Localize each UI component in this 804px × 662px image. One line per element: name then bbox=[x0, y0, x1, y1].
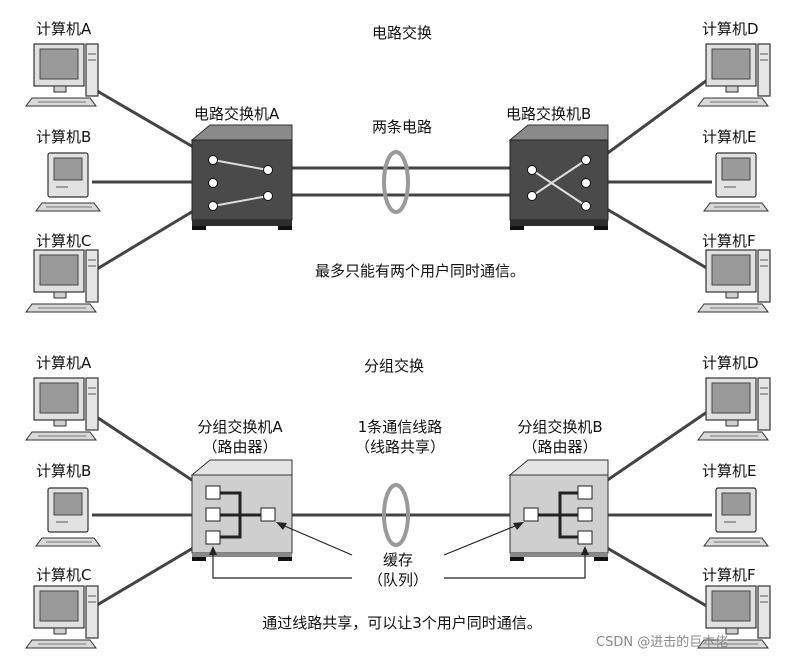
queue-label: （队列） bbox=[367, 571, 429, 589]
shared-line-label: 1条通信线路 bbox=[357, 418, 443, 436]
bottom-computer-e-label: 计算机E bbox=[702, 462, 757, 480]
top-computer-c-label: 计算机C bbox=[36, 232, 92, 250]
bottom-computer-a-label: 计算机A bbox=[36, 354, 92, 372]
link-ring-top bbox=[382, 150, 410, 214]
circuit-switch-b bbox=[508, 124, 609, 230]
watermark: CSDN @进击的巨本佬 bbox=[596, 635, 729, 650]
shared-line-note: （线路共享） bbox=[354, 438, 446, 456]
packet-switch-b-router-label: （路由器） bbox=[522, 438, 598, 456]
top-computer-a-label: 计算机A bbox=[36, 20, 92, 38]
packet-switch-b bbox=[508, 459, 609, 561]
top-computer-f-label: 计算机F bbox=[702, 232, 756, 250]
bottom-computer-d-label: 计算机D bbox=[702, 354, 759, 372]
top-computer-b-label: 计算机B bbox=[36, 128, 92, 146]
packet-switch-b-label: 分组交换机B bbox=[517, 418, 603, 436]
bottom-computer-f-label: 计算机F bbox=[702, 566, 756, 584]
packet-switch-a bbox=[190, 459, 293, 561]
bottom-note: 通过线路共享，可以让3个用户同时通信。 bbox=[262, 614, 542, 632]
circuit-switch-a bbox=[190, 124, 293, 230]
top-computer-e-label: 计算机E bbox=[702, 128, 757, 146]
top-note: 最多只能有两个用户同时通信。 bbox=[314, 262, 526, 280]
two-circuits-label: 两条电路 bbox=[371, 118, 433, 136]
buffer-arrows bbox=[209, 522, 589, 579]
bottom-links bbox=[91, 408, 712, 610]
link-ring-bottom bbox=[382, 483, 410, 547]
top-links bbox=[91, 76, 712, 274]
packet-switch-a-label: 分组交换机A bbox=[197, 418, 283, 436]
top-computer-d-label: 计算机D bbox=[702, 20, 759, 38]
top-title: 电路交换 bbox=[371, 24, 433, 42]
buffer-label: 缓存 bbox=[382, 551, 414, 569]
bottom-computer-c-label: 计算机C bbox=[36, 566, 92, 584]
circuit-switch-b-label: 电路交换机B bbox=[506, 105, 592, 123]
bottom-title: 分组交换 bbox=[363, 357, 425, 375]
bottom-computer-b-label: 计算机B bbox=[36, 462, 92, 480]
packet-switch-a-router-label: （路由器） bbox=[202, 438, 278, 456]
circuit-switch-a-label: 电路交换机A bbox=[194, 105, 280, 123]
